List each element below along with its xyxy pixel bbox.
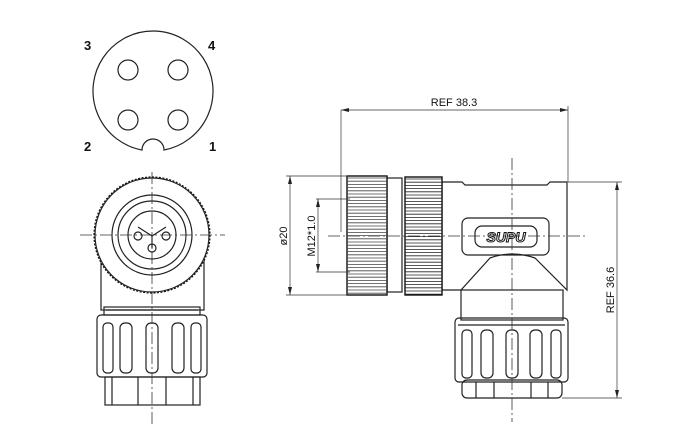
thread-dimension: M12*1.0	[306, 216, 318, 257]
supu-logo: SUPU	[487, 229, 527, 245]
pin-3-hole	[117, 59, 139, 81]
pin-label-3: 3	[84, 38, 91, 53]
dimension-annotations: REF 38.3 REF 36.6 ø20 M12*1.0	[278, 97, 622, 399]
side-view: SUPU	[328, 158, 585, 422]
pin-label-2: 2	[84, 139, 91, 154]
diameter-dimension: ø20	[278, 227, 290, 246]
pin-4-hole	[167, 59, 189, 81]
front-view	[80, 172, 225, 425]
pin-label-1: 1	[209, 139, 216, 154]
ref-height-dimension: REF 36.6	[605, 267, 617, 313]
logo-badge	[474, 225, 538, 248]
pin-2-hole	[117, 109, 139, 131]
pin-label-4: 4	[208, 38, 216, 53]
pin-1-hole	[167, 109, 189, 131]
pinout-face-view: 3 4 2 1	[84, 30, 216, 154]
ref-width-dimension: REF 38.3	[431, 97, 477, 109]
knurled-nut	[346, 175, 388, 296]
